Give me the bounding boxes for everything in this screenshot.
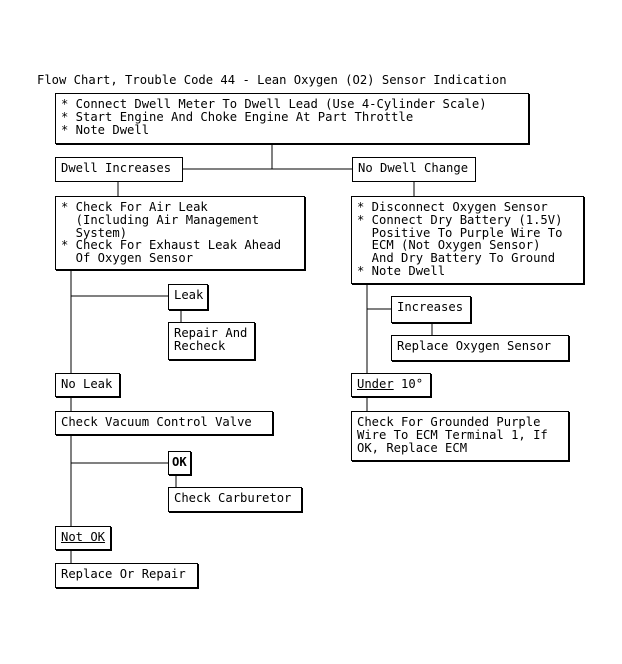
replace-oxygen-sensor-step: Replace Oxygen Sensor: [391, 335, 569, 361]
connect-dwell-meter-step: * Connect Dwell Meter To Dwell Lead (Use…: [55, 93, 529, 144]
repair-and-recheck-step: Repair And Recheck: [168, 322, 255, 360]
dwell-increases-node: Dwell Increases: [55, 157, 183, 182]
not-ok-node: Not OK: [55, 526, 111, 550]
increases-node: Increases: [391, 296, 471, 323]
check-vacuum-control-valve-step: Check Vacuum Control Valve: [55, 411, 273, 435]
under-10-node: Under 10°: [351, 373, 431, 397]
leak-node: Leak: [168, 284, 208, 310]
replace-or-repair-step: Replace Or Repair: [55, 563, 198, 588]
under-10-value: 10°: [393, 377, 424, 391]
chart-title: Flow Chart, Trouble Code 44 - Lean Oxyge…: [37, 73, 507, 87]
not-ok-label: Not OK: [61, 530, 106, 544]
disconnect-oxygen-sensor-step: * Disconnect Oxygen Sensor * Connect Dry…: [351, 196, 584, 284]
under-label: Under: [357, 377, 394, 391]
check-air-leak-step: * Check For Air Leak (Including Air Mana…: [55, 196, 305, 270]
check-carburetor-step: Check Carburetor: [168, 487, 302, 512]
ok-node: OK: [168, 451, 191, 475]
check-grounded-purple-wire-step: Check For Grounded Purple Wire To ECM Te…: [351, 411, 569, 461]
no-dwell-change-node: No Dwell Change: [352, 157, 476, 182]
no-leak-node: No Leak: [55, 373, 120, 397]
